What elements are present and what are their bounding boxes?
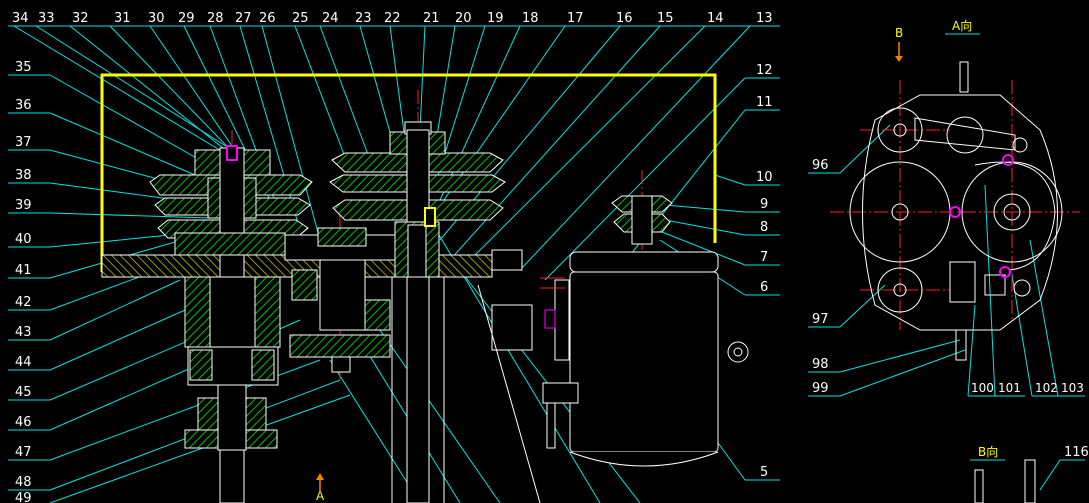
callout-27: 27 bbox=[235, 11, 252, 26]
callout-18: 18 bbox=[522, 11, 539, 26]
top-callout-labels: 34 33 32 31 30 29 28 27 26 25 24 23 22 2… bbox=[12, 11, 773, 26]
callout-30: 30 bbox=[148, 11, 165, 26]
callout-20: 20 bbox=[455, 11, 472, 26]
callout-25: 25 bbox=[292, 11, 309, 26]
callout-42: 42 bbox=[15, 295, 32, 310]
callout-10: 10 bbox=[756, 170, 773, 185]
callout-46: 46 bbox=[15, 415, 32, 430]
callout-24: 24 bbox=[322, 11, 339, 26]
view-markers: A向 B向 B A bbox=[316, 18, 998, 503]
right-spindle-assembly bbox=[329, 121, 506, 503]
callout-22: 22 bbox=[384, 11, 401, 26]
callout-33: 33 bbox=[38, 11, 55, 26]
callout-19: 19 bbox=[487, 11, 504, 26]
right-callout-labels: 12 11 10 9 8 7 6 5 bbox=[756, 63, 773, 480]
belt-guard-cover bbox=[100, 73, 717, 272]
callout-9: 9 bbox=[760, 197, 768, 212]
view-b-arrow-icon bbox=[895, 56, 903, 62]
callout-29: 29 bbox=[178, 11, 195, 26]
view-b-arrow-label: B bbox=[895, 26, 903, 40]
callout-7: 7 bbox=[760, 250, 768, 265]
callout-15: 15 bbox=[657, 11, 674, 26]
motor-pulley bbox=[611, 195, 673, 245]
left-spindle-assembly bbox=[149, 145, 313, 503]
view-a-label: A向 bbox=[952, 18, 972, 33]
callout-34: 34 bbox=[12, 11, 29, 26]
callout-44: 44 bbox=[15, 355, 32, 370]
callout-17: 17 bbox=[567, 11, 584, 26]
callout-35: 35 bbox=[15, 60, 32, 75]
center-idler-assembly bbox=[284, 227, 406, 373]
callout-14: 14 bbox=[707, 11, 724, 26]
callout-98: 98 bbox=[812, 357, 829, 372]
callout-96: 96 bbox=[812, 158, 829, 173]
view-b-drawing bbox=[849, 61, 1063, 503]
callout-37: 37 bbox=[15, 135, 32, 150]
view-b-label: B向 bbox=[978, 444, 998, 459]
callout-47: 47 bbox=[15, 445, 32, 460]
callout-23: 23 bbox=[355, 11, 372, 26]
callout-28: 28 bbox=[207, 11, 224, 26]
left-callout-labels: 35 36 37 38 39 40 41 42 43 44 45 46 47 4… bbox=[15, 60, 32, 503]
callout-103: 103 bbox=[1061, 381, 1084, 395]
callout-40: 40 bbox=[15, 232, 32, 247]
callout-102: 102 bbox=[1035, 381, 1058, 395]
callout-43: 43 bbox=[15, 325, 32, 340]
callout-13: 13 bbox=[756, 11, 773, 26]
callout-116: 116 bbox=[1064, 445, 1089, 460]
callout-41: 41 bbox=[15, 263, 32, 278]
electric-motor bbox=[477, 251, 749, 503]
view-b-callout-labels: 96 97 98 99 100 101 102 103 116 bbox=[812, 158, 1089, 460]
callout-8: 8 bbox=[760, 220, 768, 235]
callout-48: 48 bbox=[15, 475, 32, 490]
callout-45: 45 bbox=[15, 385, 32, 400]
callout-97: 97 bbox=[812, 312, 829, 327]
callout-36: 36 bbox=[15, 98, 32, 113]
callout-101: 101 bbox=[998, 381, 1021, 395]
callout-12: 12 bbox=[756, 63, 773, 78]
view-a-arrow-label: A bbox=[316, 489, 325, 503]
callout-6: 6 bbox=[760, 280, 768, 295]
callout-26: 26 bbox=[259, 11, 276, 26]
callout-32: 32 bbox=[72, 11, 89, 26]
callout-99: 99 bbox=[812, 381, 829, 396]
callout-16: 16 bbox=[616, 11, 633, 26]
callout-5: 5 bbox=[760, 465, 768, 480]
view-a-arrow-icon bbox=[316, 473, 324, 480]
callout-39: 39 bbox=[15, 198, 32, 213]
callout-100: 100 bbox=[971, 381, 994, 395]
callout-11: 11 bbox=[756, 95, 773, 110]
callout-49: 49 bbox=[15, 491, 32, 503]
callout-38: 38 bbox=[15, 168, 32, 183]
callout-31: 31 bbox=[114, 11, 131, 26]
callout-21: 21 bbox=[423, 11, 440, 26]
